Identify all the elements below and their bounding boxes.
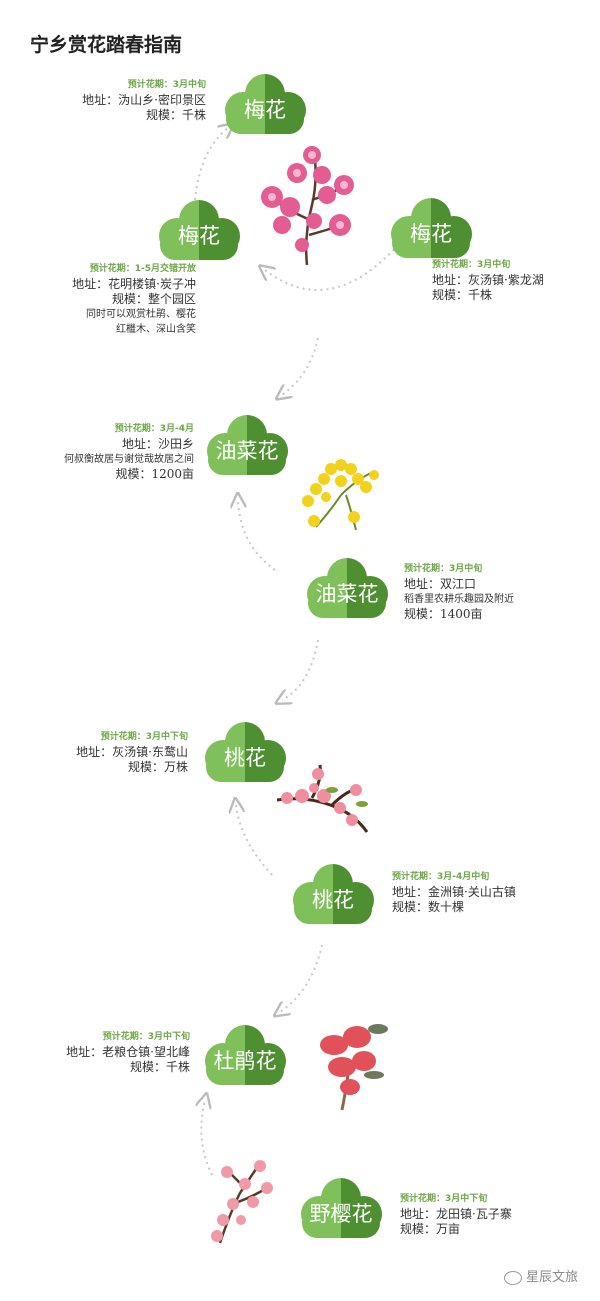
cloud-badge-dujuanhua: 杜鹃花 <box>198 1025 292 1087</box>
bloom-period: 预计花期：3月中旬 <box>127 80 206 90</box>
extra-line: 同时可以观赏杜鹃、樱花 <box>86 309 196 320</box>
rapeseed-flower-illustration <box>302 459 379 531</box>
cloud-badge-youcaihua-2: 油菜花 <box>300 558 394 620</box>
scale: 规模：千株 <box>432 288 493 302</box>
watermark: 星辰文旅 <box>503 1266 578 1285</box>
peach-blossom-illustration <box>276 764 369 833</box>
plum-blossom-illustration <box>261 146 354 266</box>
extra-line: 红檵木、深山含笑 <box>116 324 196 335</box>
address: 地址：花明楼镇·炭子冲 <box>72 277 196 291</box>
address: 地址：灰汤镇·紫龙湖 <box>432 273 544 287</box>
cloud-badge-meihua-1: 梅花 <box>218 74 312 136</box>
flower-name: 梅花 <box>178 224 220 248</box>
info-block-1: 预计花期：3月中旬 地址：沩山乡·密印景区 规模：千株 <box>82 78 206 123</box>
scale: 规模：1400亩 <box>404 607 483 621</box>
address: 地址：双江口 <box>404 577 477 591</box>
scale: 规模：万亩 <box>400 1222 461 1236</box>
flower-name: 油菜花 <box>215 439 279 463</box>
info-block-5: 预计花期：3月中旬 地址：双江口 稻香里农耕乐趣园及附近 规模：1400亩 <box>404 562 514 622</box>
wechat-icon <box>503 1270 522 1285</box>
address: 地址：金洲镇·关山古镇 <box>392 885 516 899</box>
watermark-text: 星辰文旅 <box>525 1270 578 1285</box>
scale: 规模：千株 <box>145 108 206 122</box>
info-block-3: 预计花期：3月中旬 地址：灰汤镇·紫龙湖 规模：千株 <box>432 258 544 303</box>
address: 地址：沩山乡·密印景区 <box>82 93 206 107</box>
info-block-7: 预计花期：3月-4月中旬 地址：金洲镇·关山古镇 规模：数十棵 <box>392 870 516 915</box>
wild-cherry-illustration <box>211 1160 273 1244</box>
scale: 规模：万株 <box>127 760 188 774</box>
scale: 规模：数十棵 <box>392 900 465 914</box>
address: 地址：灰汤镇·东鹜山 <box>76 745 188 759</box>
page-title: 宁乡赏花踏春指南 <box>30 34 183 56</box>
scale: 规模：千株 <box>129 1060 190 1074</box>
flower-name: 杜鹃花 <box>213 1049 277 1073</box>
flower-name: 野樱花 <box>309 1202 373 1226</box>
bloom-period: 预计花期：3月中下旬 <box>400 1194 488 1204</box>
flower-name: 梅花 <box>410 222 452 246</box>
flower-name: 油菜花 <box>315 582 379 606</box>
flower-name: 桃花 <box>312 888 354 912</box>
info-block-9: 预计花期：3月中下旬 地址：龙田镇·瓦子寨 规模：万亩 <box>400 1192 512 1237</box>
info-block-2: 预计花期：1-5月交错开放 地址：花明楼镇·炭子冲 规模：整个园区 同时可以观赏… <box>72 262 196 337</box>
bloom-period: 预计花期：1-5月交错开放 <box>89 264 196 274</box>
cloud-badge-taohua-2: 桃花 <box>286 864 380 926</box>
cloud-badge-meihua-3: 梅花 <box>384 198 478 260</box>
bloom-period: 预计花期：3月中旬 <box>432 260 511 270</box>
scale: 规模：整个园区 <box>111 292 196 306</box>
bloom-period: 预计花期：3月中下旬 <box>102 1032 190 1042</box>
address: 地址：龙田镇·瓦子寨 <box>400 1207 512 1221</box>
bloom-period: 预计花期：3月中下旬 <box>100 732 188 742</box>
flower-name: 梅花 <box>244 98 286 122</box>
extra-line: 何叔衡故居与谢觉哉故居之间 <box>64 454 194 465</box>
scale: 规模：1200亩 <box>115 467 194 481</box>
info-block-8: 预计花期：3月中下旬 地址：老粮仓镇·望北峰 规模：千株 <box>66 1030 190 1075</box>
address: 地址：老粮仓镇·望北峰 <box>66 1045 190 1059</box>
info-block-4: 预计花期：3月-4月 地址：沙田乡 何叔衡故居与谢觉哉故居之间 规模：1200亩 <box>64 422 194 482</box>
bloom-period: 预计花期：3月-4月中旬 <box>392 872 490 882</box>
info-block-6: 预计花期：3月中下旬 地址：灰汤镇·东鹜山 规模：万株 <box>76 730 188 775</box>
cloud-badge-meihua-2: 梅花 <box>152 200 246 262</box>
extra-line: 稻香里农耕乐趣园及附近 <box>404 594 514 605</box>
azalea-illustration <box>320 1024 388 1111</box>
address: 地址：沙田乡 <box>121 437 194 451</box>
cloud-badge-yeyinghua: 野樱花 <box>294 1178 388 1240</box>
flower-name: 桃花 <box>224 746 266 770</box>
bloom-period: 预计花期：3月中旬 <box>404 564 483 574</box>
bloom-period: 预计花期：3月-4月 <box>114 424 194 434</box>
cloud-badge-taohua-1: 桃花 <box>198 722 292 784</box>
cloud-badge-youcaihua-1: 油菜花 <box>200 415 294 477</box>
